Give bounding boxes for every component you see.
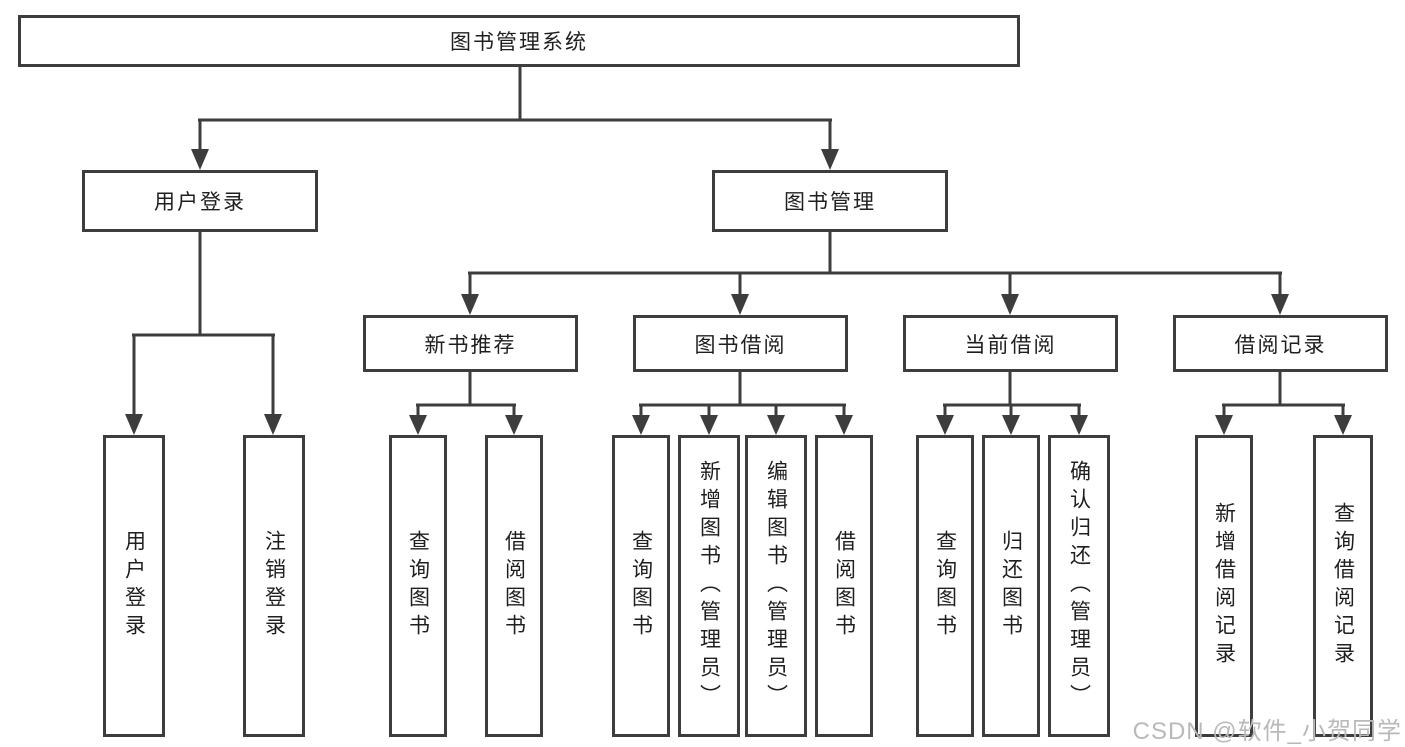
leaf-query-books-1: 查询图书	[389, 435, 447, 737]
edge-user-login-to-leaves	[125, 232, 282, 435]
leaf-edit-books-admin-label: 编辑图书（管理员）	[764, 460, 788, 712]
leaf-logout-label: 注销登录	[262, 530, 286, 642]
edge-borrow-records-to-leaves	[1215, 372, 1352, 435]
node-borrowing-records-label: 借阅记录	[1234, 333, 1327, 357]
leaf-add-books-admin: 新增图书（管理员）	[678, 435, 740, 737]
node-book-management: 图书管理	[712, 170, 948, 232]
leaf-edit-books-admin: 编辑图书（管理员）	[745, 435, 807, 737]
leaf-add-books-admin-label: 新增图书（管理员）	[697, 460, 721, 712]
leaf-confirm-return-admin-label: 确认归还（管理员）	[1067, 460, 1091, 712]
node-current-borrowing-label: 当前借阅	[964, 333, 1057, 357]
node-borrowing-records: 借阅记录	[1173, 315, 1388, 372]
csdn-watermark: CSDN @软件_小贺同学	[1132, 718, 1402, 745]
node-current-borrowing: 当前借阅	[903, 315, 1118, 372]
leaf-query-borrow-record-label: 查询借阅记录	[1331, 502, 1355, 670]
leaf-logout: 注销登录	[243, 435, 305, 737]
leaf-confirm-return-admin: 确认归还（管理员）	[1048, 435, 1110, 737]
leaf-borrow-books-1-label: 借阅图书	[502, 530, 526, 642]
leaf-return-books: 归还图书	[982, 435, 1040, 737]
leaf-borrow-books-2-label: 借阅图书	[832, 530, 856, 642]
node-user-login: 用户登录	[82, 170, 318, 232]
node-root-system: 图书管理系统	[18, 15, 1020, 67]
leaf-user-login: 用户登录	[103, 435, 165, 737]
leaf-add-borrow-record-label: 新增借阅记录	[1212, 502, 1236, 670]
leaf-query-books-2-label: 查询图书	[629, 530, 653, 642]
edge-book-borrow-to-leaves	[632, 372, 853, 435]
leaf-borrow-books-2: 借阅图书	[815, 435, 873, 737]
leaf-query-books-1-label: 查询图书	[406, 530, 430, 642]
edge-current-borrow-to-leaves	[936, 372, 1088, 435]
leaf-query-books-3: 查询图书	[916, 435, 974, 737]
leaf-query-borrow-record: 查询借阅记录	[1313, 435, 1373, 737]
node-book-borrowing: 图书借阅	[633, 315, 848, 372]
node-new-book-recommend: 新书推荐	[363, 315, 578, 372]
edge-book-mgmt-to-level3	[461, 232, 1289, 315]
leaf-user-login-label: 用户登录	[122, 530, 146, 642]
node-book-borrowing-label: 图书借阅	[694, 333, 787, 357]
node-user-login-label: 用户登录	[154, 191, 246, 214]
node-new-book-recommend-label: 新书推荐	[424, 333, 517, 357]
leaf-query-books-2: 查询图书	[612, 435, 670, 737]
node-root-label: 图书管理系统	[450, 31, 588, 54]
leaf-return-books-label: 归还图书	[999, 530, 1023, 642]
node-book-management-label: 图书管理	[784, 191, 876, 214]
leaf-borrow-books-1: 借阅图书	[485, 435, 543, 737]
edge-new-book-rec-to-leaves	[409, 372, 523, 435]
edge-root-to-level2	[191, 67, 839, 170]
leaf-query-books-3-label: 查询图书	[933, 530, 957, 642]
leaf-add-borrow-record: 新增借阅记录	[1195, 435, 1253, 737]
